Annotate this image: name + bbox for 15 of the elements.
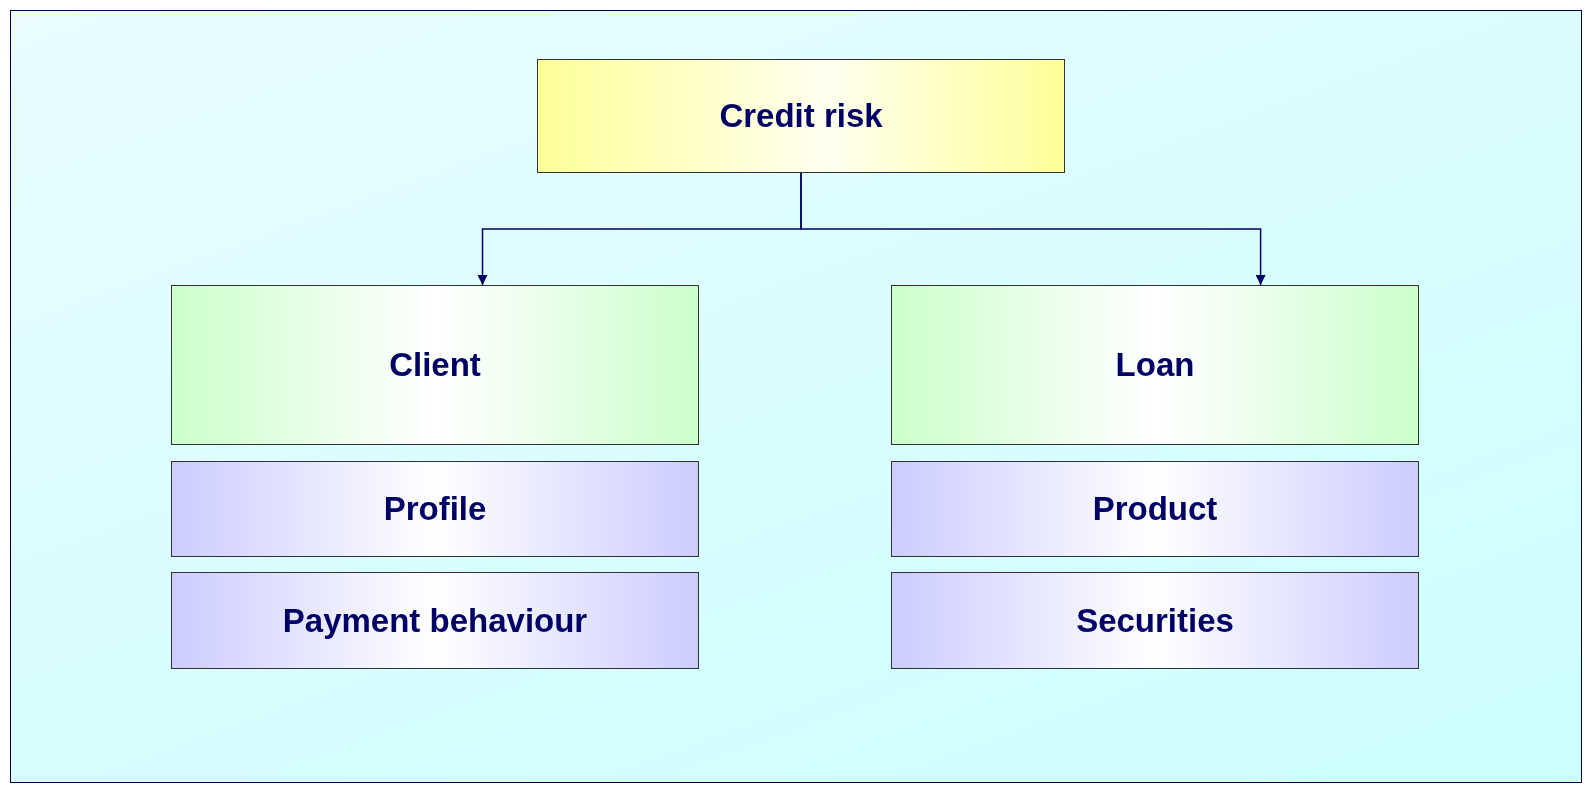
connector-arrow <box>800 172 1266 286</box>
category-box <box>891 285 1419 445</box>
box-label: Securities <box>1076 601 1234 640</box>
box-label: Loan <box>1115 346 1195 384</box>
category-box <box>171 285 699 445</box>
factor-box <box>171 572 699 669</box>
box-label: Payment behaviour <box>282 601 588 640</box>
factor-box <box>891 572 1419 669</box>
box-label: Profile <box>383 490 487 528</box>
box-label: Credit risk <box>719 97 883 135</box>
factor-box <box>171 461 699 557</box>
factor-box <box>891 461 1419 557</box>
root-box <box>537 59 1065 173</box>
box-label: Client <box>389 346 481 384</box>
box-label: Product <box>1092 490 1218 528</box>
